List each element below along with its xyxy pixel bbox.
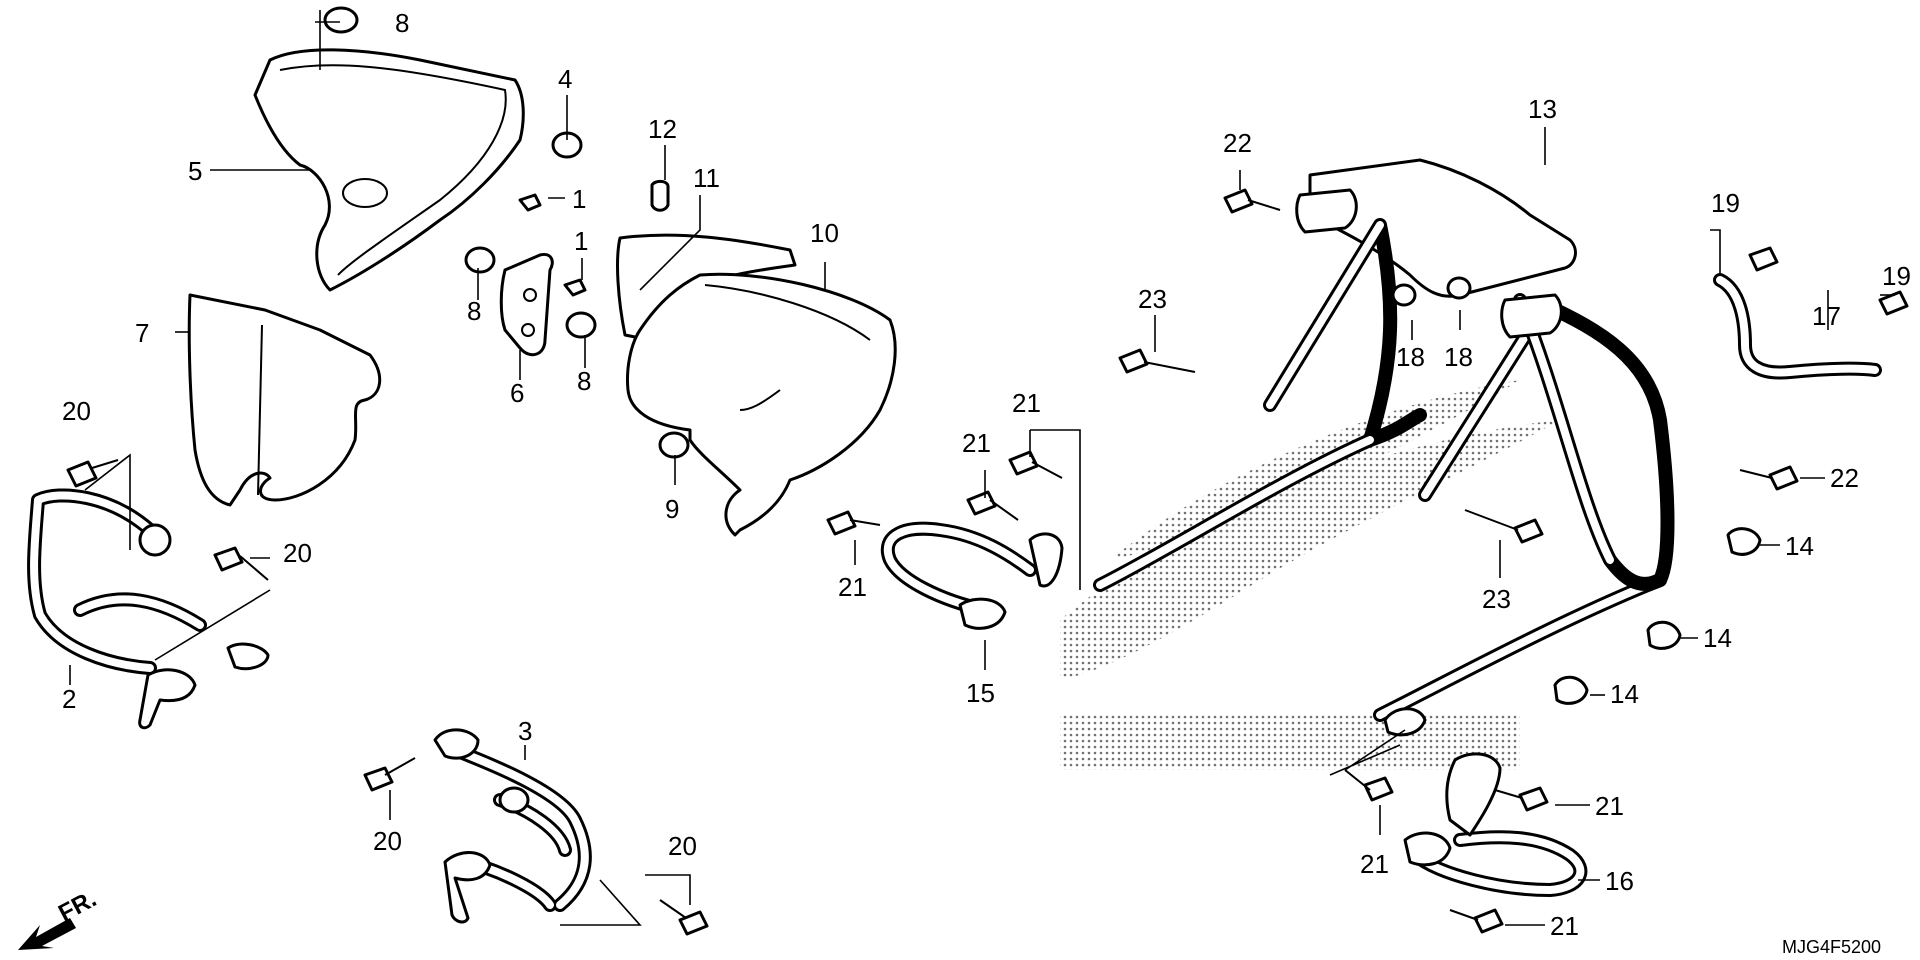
part-13-frame xyxy=(1093,158,1675,737)
bolts xyxy=(66,188,1909,936)
bolt-23b xyxy=(1464,509,1544,544)
callout-22: 22 xyxy=(1830,463,1859,493)
callout-8: 8 xyxy=(577,366,591,396)
bolt-21e xyxy=(1494,786,1549,812)
part-17-rod xyxy=(1713,273,1882,380)
callout-21: 21 xyxy=(838,572,867,602)
callout-17: 17 xyxy=(1812,301,1841,331)
front-arrow-icon xyxy=(18,918,76,950)
bolt-21b xyxy=(966,490,1019,521)
callout-7: 7 xyxy=(135,318,149,348)
callout-18: 18 xyxy=(1444,342,1473,372)
callout-5: 5 xyxy=(188,156,202,186)
callout-16: 16 xyxy=(1605,866,1634,896)
callout-21: 21 xyxy=(962,428,991,458)
callout-2: 2 xyxy=(62,684,76,714)
callout-21: 21 xyxy=(1550,911,1579,941)
bolt-21c xyxy=(1008,450,1063,479)
bolt-19a xyxy=(1748,246,1779,272)
part-5-upper-side-cover xyxy=(253,48,525,292)
bolt-20a xyxy=(66,459,119,488)
callout-11: 11 xyxy=(693,163,720,193)
callout-20: 20 xyxy=(62,396,91,426)
callout-19: 19 xyxy=(1711,188,1740,218)
part-2-lower-guard xyxy=(27,488,270,730)
callout-4: 4 xyxy=(558,64,572,94)
callout-19: 19 xyxy=(1882,261,1911,291)
part-9-grommet xyxy=(658,431,690,459)
bolt-21d xyxy=(1344,769,1394,802)
bolt-22b xyxy=(1739,465,1799,491)
part-8-grommet-top xyxy=(323,6,359,34)
callout-21: 21 xyxy=(1595,791,1624,821)
bolt-20b xyxy=(213,546,269,581)
bolt-22a xyxy=(1223,188,1281,214)
callout-8: 8 xyxy=(395,8,409,38)
bolt-21f xyxy=(1449,908,1504,934)
callout-20: 20 xyxy=(668,831,697,861)
leader-lines xyxy=(69,10,1895,926)
part-8-grommet-low xyxy=(565,311,597,339)
callout-14: 14 xyxy=(1703,623,1732,653)
part-8-grommet-mid xyxy=(464,246,496,274)
callout-23: 23 xyxy=(1482,584,1511,614)
callout-14: 14 xyxy=(1610,679,1639,709)
bolt-20d xyxy=(659,899,709,936)
part-16-handle xyxy=(1403,752,1588,897)
part-6-bracket xyxy=(499,252,554,357)
callout-13: 13 xyxy=(1528,94,1557,124)
part-10-side-cover xyxy=(626,272,897,537)
callout-12: 12 xyxy=(648,114,677,144)
callout-21: 21 xyxy=(1012,388,1041,418)
part-14-nuts xyxy=(1553,527,1762,705)
callout-9: 9 xyxy=(665,494,679,524)
part-18-nuts xyxy=(1391,276,1472,307)
callout-3: 3 xyxy=(518,716,532,746)
callout-22: 22 xyxy=(1223,128,1252,158)
callout-23: 23 xyxy=(1138,284,1167,314)
callout-14: 14 xyxy=(1785,531,1814,561)
front-direction-indicator: FR. xyxy=(18,885,101,950)
callout-labels: 8 4 5 1 12 11 10 1 7 8 6 8 9 20 20 2 3 2… xyxy=(62,8,1911,941)
part-12-grommet xyxy=(650,179,670,212)
bolt-20c xyxy=(363,757,416,792)
callout-18: 18 xyxy=(1396,342,1425,372)
diagram-code: MJG4F5200 xyxy=(1782,937,1881,957)
part-3-lower-guard xyxy=(433,728,592,924)
callout-8: 8 xyxy=(467,296,481,326)
part-1-screw-b xyxy=(563,278,587,297)
brand-watermark xyxy=(1060,380,1560,770)
callout-20: 20 xyxy=(373,826,402,856)
callout-1: 1 xyxy=(574,226,588,256)
callout-10: 10 xyxy=(810,218,839,248)
callout-20: 20 xyxy=(283,538,312,568)
callout-1: 1 xyxy=(572,184,586,214)
part-7-panel xyxy=(187,293,381,507)
part-15-handle xyxy=(881,521,1064,630)
callout-21: 21 xyxy=(1360,849,1389,879)
bolt-21a xyxy=(826,510,881,536)
part-1-screw-a xyxy=(518,193,542,212)
front-direction-label: FR. xyxy=(54,885,101,927)
bolt-23a xyxy=(1118,348,1196,374)
part-4-grommet xyxy=(551,131,583,159)
callout-15: 15 xyxy=(966,678,995,708)
callout-6: 6 xyxy=(510,378,524,408)
